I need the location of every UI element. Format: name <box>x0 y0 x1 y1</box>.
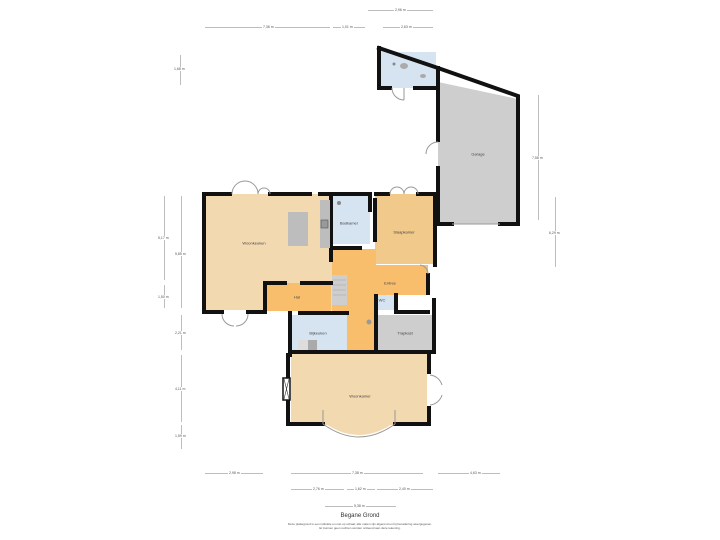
dim-left-c: 5,85 m <box>174 252 187 256</box>
dim-top-b: 1,01 m <box>341 25 354 29</box>
dim-left-e: 4,11 m <box>174 387 187 391</box>
label-entree: Entree <box>384 280 396 286</box>
dim-bottom-b: 7,38 m <box>351 471 364 475</box>
dim-bottom-d: 2,76 m <box>312 487 325 491</box>
label-trapkast: Trapkast <box>397 330 413 336</box>
dim-left-a: 5,17 m <box>157 236 170 240</box>
room-wc <box>377 295 397 310</box>
label-woonkeuken: Woonkeuken <box>242 240 266 246</box>
label-badkamer: Badkamer <box>339 220 359 226</box>
disclaimer-line-2: Er kunnen geen rechten worden ontleend a… <box>319 526 401 530</box>
label-slaapkamer: Slaapkamer <box>393 229 415 235</box>
dim-bottom-f: 2,40 m <box>398 487 411 491</box>
room-trapkast <box>377 315 434 352</box>
dim-top-row1: 2,96 m <box>394 8 407 12</box>
dim-left-f: 1,59 m <box>174 434 187 438</box>
label-bijkeuken: Bijkeuken <box>309 330 327 336</box>
dim-bottom-e: 1,62 m <box>354 487 367 491</box>
room-entree <box>332 265 428 295</box>
dim-left-d: 2,21 m <box>174 331 187 335</box>
dim-left-top: 1,68 m <box>173 67 186 71</box>
dim-top-c: 2,63 m <box>400 25 413 29</box>
dim-left-b: 1,50 m <box>157 295 170 299</box>
dim-right-b: 6,29 m <box>548 231 561 235</box>
disclaimer-line-1: Deze plattegrond is een indicatie en nie… <box>287 522 433 526</box>
dim-bottom-g: 5,38 m <box>353 504 366 508</box>
room-woonkamer <box>291 353 427 423</box>
room-slaapkamer <box>375 194 433 264</box>
dim-top-a: 7,36 m <box>262 25 275 29</box>
label-woonkamer: Woonkamer <box>349 393 371 399</box>
label-wc: WC <box>378 297 386 303</box>
label-hal: Hal <box>293 294 301 300</box>
room-hal <box>265 283 331 311</box>
label-garage: Garage <box>471 151 485 157</box>
dim-bottom-c: 4,63 m <box>469 471 482 475</box>
dim-bottom-a: 2,98 m <box>228 471 241 475</box>
floor-title: Begane Grond <box>340 513 380 519</box>
dim-right-a: 7,58 m <box>531 156 544 160</box>
